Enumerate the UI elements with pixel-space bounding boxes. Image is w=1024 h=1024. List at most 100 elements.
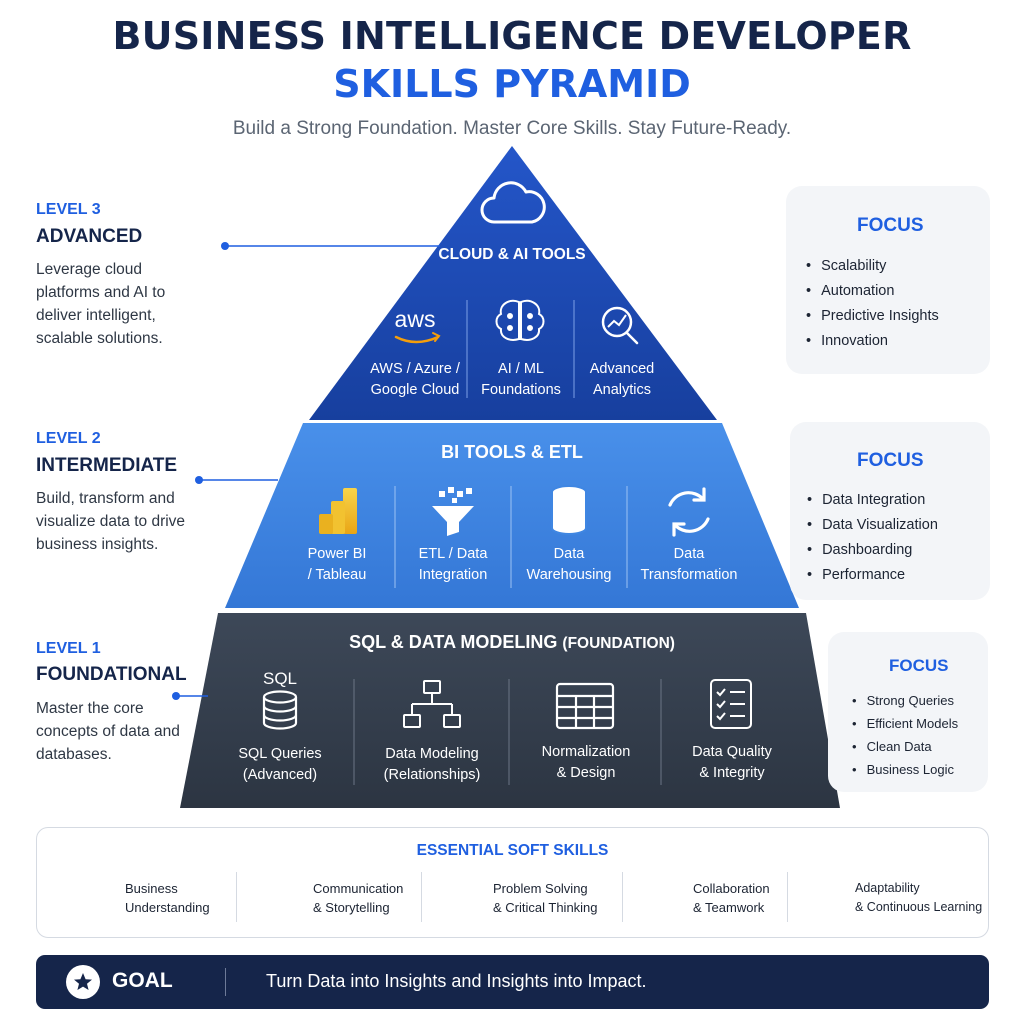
skill-label-line2: & Design (556, 765, 616, 781)
skill-label-line2: (Relationships) (383, 767, 481, 783)
soft-skill-communication: Communication & Storytelling (301, 876, 403, 920)
divider (225, 968, 226, 996)
focus-title: FOCUS (889, 656, 949, 675)
skill-label-line1: Data (553, 546, 585, 562)
cloud-icon (480, 181, 546, 224)
skill-label-line2: Analytics (592, 382, 652, 398)
divider (421, 872, 422, 922)
soft-skill-problem-solving: Problem Solving & Critical Thinking (481, 876, 598, 920)
goal-label: GOAL (112, 969, 173, 992)
skill-normalization-design: Normalization & Design (522, 742, 650, 784)
focus-title: FOCUS (857, 215, 924, 236)
soft-skills-panel: ESSENTIAL SOFT SKILLS Business Understan… (36, 827, 989, 938)
skill-label-line2: Foundations (481, 382, 561, 398)
skill-label-line1: Data (673, 546, 705, 562)
soft-skill-label: Problem Solving & Critical Thinking (493, 879, 598, 917)
focus-item: Business Logic (852, 762, 958, 785)
skill-label-line2: & Integrity (699, 765, 765, 781)
goal-text: Turn Data into Insights and Insights int… (266, 971, 647, 991)
soft-skill-business-understanding: Business Understanding (113, 876, 210, 920)
soft-skill-line1: Communication (313, 881, 404, 896)
divider (787, 872, 788, 922)
hierarchy-icon (403, 680, 461, 728)
skill-label-line2: Transformation (640, 567, 738, 583)
page-title-line2: SKILLS PYRAMID (333, 62, 691, 106)
level2-number: LEVEL 2 (36, 430, 101, 447)
focus-item: Predictive Insights (806, 308, 939, 333)
skill-label-line1: Power BI (307, 546, 367, 562)
tier-middle-title: BI TOOLS & ETL (441, 442, 583, 462)
soft-skill-line2: & Storytelling (313, 900, 390, 915)
skill-power-bi-tableau: Power BI / Tableau (282, 544, 392, 586)
soft-skill-line1: Problem Solving (493, 881, 588, 896)
focus-item: Clean Data (852, 739, 958, 762)
refresh-icon (668, 487, 710, 537)
skill-label-line1: AWS / Azure / (370, 361, 460, 377)
focus-item: Performance (807, 567, 938, 592)
focus-card-level3: FOCUS Scalability Automation Predictive … (786, 186, 990, 374)
skill-aws-azure-gcp: AWS / Azure / Google Cloud (360, 359, 470, 401)
level2-connector (195, 476, 278, 484)
star-icon (66, 965, 100, 999)
skill-label-line1: SQL Queries (238, 746, 322, 762)
skill-etl-integration: ETL / Data Integration (397, 544, 509, 586)
skill-label-line1: Advanced (589, 361, 655, 377)
skill-data-modeling: Data Modeling (Relationships) (368, 744, 496, 786)
focus-item: Scalability (806, 258, 939, 283)
tier-base-title-suffix: (FOUNDATION) (562, 635, 675, 652)
skill-label-line1: Data Modeling (385, 746, 479, 762)
tier-middle-shape (225, 423, 799, 608)
page-subtitle: Build a Strong Foundation. Master Core S… (232, 118, 792, 139)
focus-item: Innovation (806, 333, 939, 358)
focus-item: Efficient Models (852, 716, 959, 739)
goal-banner: GOAL Turn Data into Insights and Insight… (36, 955, 989, 1009)
focus-list: Strong Queries Efficient Models Clean Da… (852, 693, 959, 785)
funnel-icon (432, 487, 474, 536)
soft-skill-label: Communication & Storytelling (313, 879, 403, 917)
focus-title: FOCUS (857, 450, 924, 471)
skill-label-line2: Google Cloud (370, 382, 460, 398)
divider (622, 872, 623, 922)
soft-skill-line2: & Teamwork (693, 900, 765, 915)
tier-top-shape (309, 146, 717, 420)
focus-list: Scalability Automation Predictive Insigh… (806, 258, 939, 358)
level1-name: FOUNDATIONAL (36, 664, 187, 685)
focus-item: Automation (806, 283, 939, 308)
soft-skill-line2: Understanding (125, 900, 210, 915)
soft-skill-line2: & Critical Thinking (493, 900, 598, 915)
soft-skill-label: Collaboration & Teamwork (693, 879, 770, 917)
brain-icon (495, 299, 545, 341)
soft-skill-line2: & Continuous Learning (855, 900, 983, 914)
skill-data-transformation: Data Transformation (629, 544, 749, 586)
level2-description: Build, transform and visualize data to d… (36, 490, 186, 553)
soft-skills-title: ESSENTIAL SOFT SKILLS (416, 842, 609, 859)
focus-card-level1: FOCUS Strong Queries Efficient Models Cl… (828, 632, 988, 792)
level3-number: LEVEL 3 (36, 201, 101, 218)
sql-icon-text: SQL (262, 669, 298, 688)
level1-description: Master the core concepts of data and dat… (36, 700, 180, 763)
aws-logo-icon (394, 332, 441, 344)
analytics-magnifier-icon (601, 306, 639, 345)
tier-base-title-main: SQL & DATA MODELING (349, 632, 558, 652)
soft-skill-line1: Adaptability (855, 881, 920, 895)
skill-label-line1: AI / ML (498, 361, 544, 377)
power-bi-icon (319, 488, 357, 534)
soft-skill-adaptability: Adaptability & Continuous Learning (843, 876, 982, 920)
tier-base-title: SQL & DATA MODELING (FOUNDATION) (262, 632, 762, 653)
skill-label-line2: Warehousing (526, 567, 612, 583)
soft-skill-line1: Collaboration (693, 881, 770, 896)
focus-card-level2: FOCUS Data Integration Data Visualizatio… (790, 422, 990, 600)
tier-base-shape (180, 613, 840, 808)
tier-top-title: CLOUD & AI TOOLS (438, 246, 586, 263)
focus-item: Strong Queries (852, 693, 958, 716)
skill-label-line2: Integration (418, 567, 488, 583)
level3-name: ADVANCED (36, 226, 143, 247)
skill-label-line1: ETL / Data (418, 546, 488, 562)
skill-label-line1: Normalization (541, 744, 631, 760)
checklist-icon (710, 679, 752, 729)
soft-skill-line1: Business (125, 881, 178, 896)
focus-item: Data Visualization (807, 517, 938, 542)
divider (236, 872, 237, 922)
focus-item: Data Integration (807, 492, 938, 517)
